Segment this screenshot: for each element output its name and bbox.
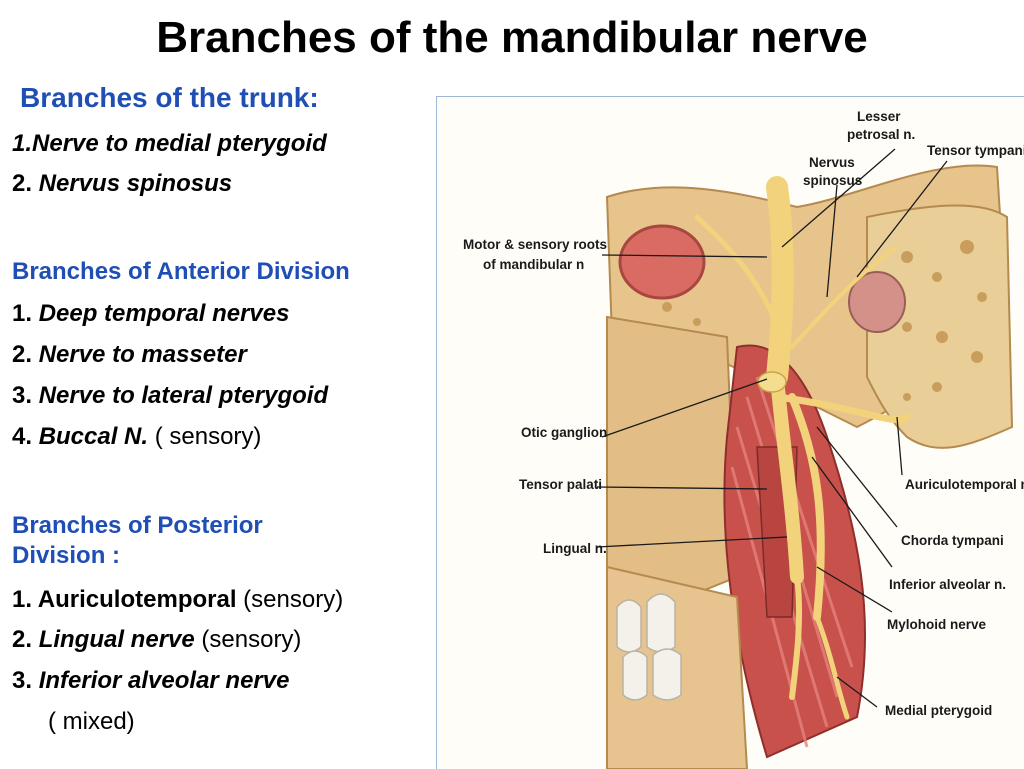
item-text: Deep temporal nerves xyxy=(38,300,290,327)
label-motor-sensory-roots-line-2: of mandibular n xyxy=(483,257,584,272)
item-number: 4. xyxy=(12,423,39,450)
otic-ganglion xyxy=(757,371,787,393)
item-number: 2. xyxy=(12,626,39,653)
teeth xyxy=(616,593,682,701)
posterior-item-3: 3. Inferior alveolar nerve xyxy=(12,667,289,695)
item-note: (sensory) xyxy=(236,586,344,613)
item-text: Nerve to medial pterygoid xyxy=(32,130,327,157)
mandibular-nerve-diagram: Lesser petrosal n. Nervus spinosus Tenso… xyxy=(463,109,1024,769)
label-medial-pterygoid: Medial pterygoid xyxy=(885,703,992,718)
item-note: ( sensory) xyxy=(148,423,262,450)
item-text: Buccal N. xyxy=(38,423,149,450)
item-number: 1. xyxy=(12,586,38,613)
label-otic-ganglion: Otic ganglion xyxy=(521,425,607,440)
anterior-item-3: 3. Nerve to lateral pterygoid xyxy=(12,382,328,410)
slide-title: Branches of the mandibular nerve xyxy=(156,13,868,62)
item-text: Lingual nerve xyxy=(38,626,195,653)
item-text: Nerve to masseter xyxy=(38,341,247,368)
anterior-heading: Branches of Anterior Division xyxy=(12,258,350,285)
item-number: 1. xyxy=(12,300,39,327)
label-mylohoid: Mylohoid nerve xyxy=(887,617,987,632)
trunk-item-1: 1.Nerve to medial pterygoid xyxy=(12,130,327,158)
item-number: 3. xyxy=(12,382,39,409)
posterior-heading-line-1: Branches of Posterior xyxy=(12,512,263,539)
label-tensor-palati: Tensor palati xyxy=(519,477,602,492)
label-auriculotemporal: Auriculotemporal n. xyxy=(905,477,1024,492)
label-inferior-alveolar: Inferior alveolar n. xyxy=(889,577,1006,592)
trunk-item-2: 2. Nervus spinosus xyxy=(12,170,232,198)
posterior-heading-line-2: Division : xyxy=(12,542,121,569)
label-lesser-petrosal-line-2: petrosal n. xyxy=(847,127,915,142)
item-text: Nerve to lateral pterygoid xyxy=(38,382,329,409)
item-text: Auriculotemporal xyxy=(37,586,237,613)
label-lingual: Lingual n. xyxy=(543,541,607,556)
item-number: 2. xyxy=(12,341,39,368)
anatomy-illustration: Lesser petrosal n. Nervus spinosus Tenso… xyxy=(436,96,1024,769)
label-lesser-petrosal-line-1: Lesser xyxy=(857,109,901,124)
bone-pores xyxy=(648,240,987,401)
item-number: 1. xyxy=(12,130,33,157)
maxilla-bone xyxy=(606,315,739,599)
posterior-item-1: 1. Auriculotemporal (sensory) xyxy=(12,586,343,614)
item-text: Nervus spinosus xyxy=(38,170,233,197)
sinus-cavity xyxy=(618,224,706,300)
label-nervus-spinosus-line-2: spinosus xyxy=(803,173,862,188)
posterior-item-2: 2. Lingual nerve (sensory) xyxy=(12,626,301,654)
anterior-item-4: 4. Buccal N. ( sensory) xyxy=(12,423,261,451)
label-nervus-spinosus-line-1: Nervus xyxy=(809,155,855,170)
item-text: Inferior alveolar nerve xyxy=(38,667,290,694)
posterior-item-3-continuation: ( mixed) xyxy=(48,708,135,735)
label-tensor-tympani: Tensor tympani xyxy=(927,143,1024,158)
item-note: (sensory) xyxy=(194,626,302,653)
trunk-heading: Branches of the trunk: xyxy=(20,82,319,113)
item-number: 3. xyxy=(12,667,39,694)
label-motor-sensory-roots-line-1: Motor & sensory roots xyxy=(463,237,607,252)
item-number: 2. xyxy=(12,170,39,197)
anterior-item-2: 2. Nerve to masseter xyxy=(12,341,247,369)
anterior-item-1: 1. Deep temporal nerves xyxy=(12,300,289,328)
temporal-bone xyxy=(866,204,1014,449)
leader-lines xyxy=(596,148,948,708)
tympanic-cavity xyxy=(848,271,906,333)
label-chorda-tympani: Chorda tympani xyxy=(901,533,1004,548)
mandibular-nerve-trunk xyxy=(694,176,911,720)
